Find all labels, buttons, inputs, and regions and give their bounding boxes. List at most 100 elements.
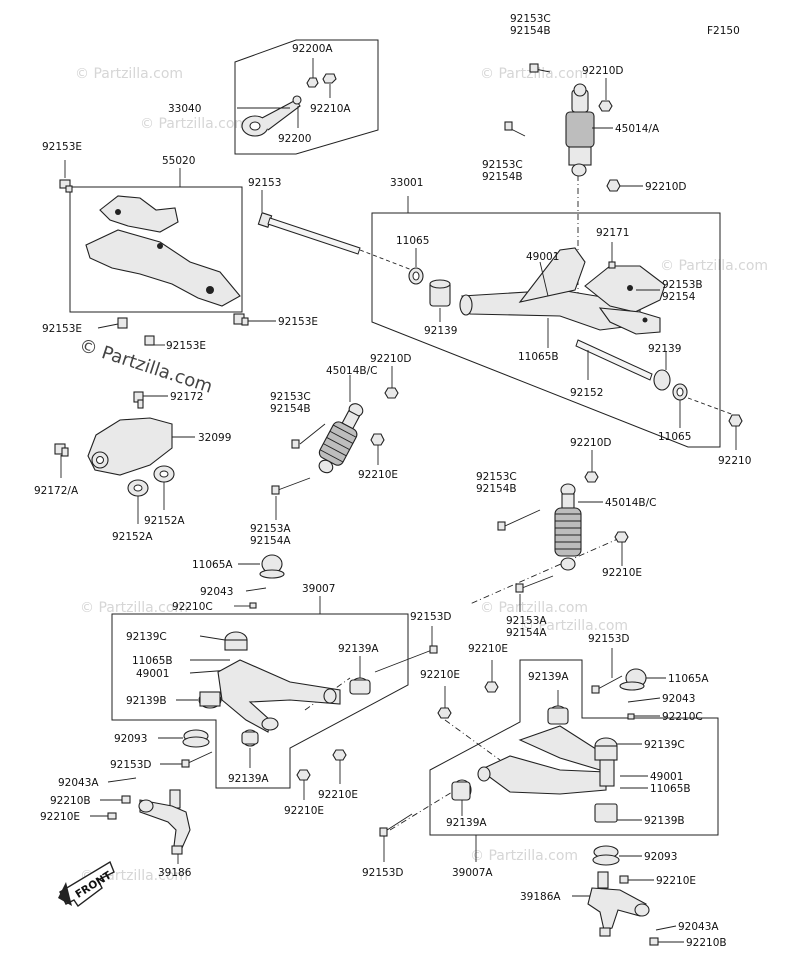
bolt-92153d-c (591, 648, 623, 694)
shock-45014bc-left (271, 366, 399, 520)
watermark: © Partzilla.com (660, 258, 768, 274)
boot-92093-right (592, 845, 642, 866)
watermark: © Partzilla.com (520, 618, 628, 634)
part-label-92152: 92152 (570, 387, 603, 399)
part-label-39007: 39007 (302, 583, 335, 595)
part-label-92172a: 92172/A (34, 485, 79, 497)
part-label-45014bc: 45014B/C (605, 497, 656, 509)
watermark: © Partzilla.com (470, 848, 578, 864)
part-label-39186: 39186 (158, 867, 192, 879)
bolt-92153e-d (233, 313, 276, 326)
part-label-92210d: 92210D (570, 437, 612, 449)
part-label-92153e: 92153E (42, 323, 82, 335)
part-label-92172: 92172 (170, 391, 203, 403)
knuckle-39186 (138, 789, 191, 864)
part-label-92153d: 92153D (110, 759, 152, 771)
nut-92210d-top (598, 78, 613, 112)
part-label-92043: 92043 (200, 586, 233, 598)
part-label-39007a: 39007A (452, 867, 493, 879)
part-label-92200a: 92200A (292, 43, 333, 55)
part-label-45014bc: 45014B/C (326, 365, 377, 377)
group-frames (69, 39, 721, 836)
part-label-92153e: 92153E (278, 316, 318, 328)
part-label-92210e: 92210E (602, 567, 642, 579)
nut-92210e-f (437, 686, 452, 719)
part-label-11065b: 11065B (132, 655, 173, 667)
part-label-92139: 92139 (648, 343, 681, 355)
swingarm-33001 (407, 196, 743, 450)
guard-55020 (85, 168, 241, 307)
part-label-92093: 92093 (644, 851, 677, 863)
part-label-92139a: 92139A (446, 817, 487, 829)
part-label-92210c: 92210C (172, 601, 213, 613)
part-label-92139c: 92139C (644, 739, 685, 751)
diagram-code: F2150 (707, 25, 740, 37)
part-label-92139b: 92139B (126, 695, 167, 707)
bolt-92153d-b (160, 751, 213, 768)
watermark: © Partzilla.com (480, 600, 588, 616)
part-label-92093: 92093 (114, 733, 147, 745)
watermark: © Partzilla.com (480, 66, 588, 82)
part-label-92210d: 92210D (370, 353, 412, 365)
part-label-92139a: 92139A (228, 773, 269, 785)
boot-11065a-left (238, 554, 285, 579)
bolt-92153e-c (144, 335, 165, 346)
part-label-92154a: 92154A (250, 535, 291, 547)
part-label-92210e: 92210E (420, 669, 460, 681)
watermark: © Partzilla.com (75, 66, 183, 82)
a-arm-39007 (176, 596, 371, 768)
shock-45014bc-right (497, 450, 629, 612)
pin-92043a-right (655, 925, 677, 931)
part-label-92210d: 92210D (645, 181, 687, 193)
bolt-92153e-a (59, 160, 73, 193)
part-label-92139b: 92139B (644, 815, 685, 827)
part-label-92043: 92043 (662, 693, 695, 705)
part-label-92200: 92200 (278, 133, 311, 145)
part-label-92152a: 92152A (144, 515, 185, 527)
part-label-92153a: 92153A (506, 615, 547, 627)
part-label-92139: 92139 (424, 325, 457, 337)
knuckle-39186a (572, 871, 650, 937)
part-label-92153c: 92153C (476, 471, 517, 483)
frame-39007A (429, 659, 719, 836)
part-label-32099: 32099 (198, 432, 231, 444)
part-label-92210e: 92210E (656, 875, 696, 887)
part-label-92154: 92154 (662, 291, 696, 303)
part-label-92210b: 92210B (50, 795, 91, 807)
part-label-92210: 92210 (718, 455, 751, 467)
bolt-92172a (54, 443, 69, 478)
bolt-92153e-b (97, 317, 128, 329)
adjuster-33040 (237, 58, 337, 137)
bushing-92152a (127, 465, 175, 524)
part-label-92154b: 92154B (510, 25, 551, 37)
part-labels: 92153C 92154B 92210D 45014/A 92153C 9215… (34, 13, 751, 949)
watermark: © Partzilla.com (80, 600, 188, 616)
part-label-33040: 33040 (168, 103, 201, 115)
part-label-92154a: 92154A (506, 627, 547, 639)
part-label-92139a: 92139A (528, 671, 569, 683)
part-label-92153e: 92153E (166, 340, 206, 352)
part-label-92153c: 92153C (510, 13, 551, 25)
part-label-92210d: 92210D (582, 65, 624, 77)
part-label-92139c: 92139C (126, 631, 167, 643)
bolt-92172 (133, 391, 168, 409)
part-label-11065b: 11065B (518, 351, 559, 363)
part-label-92210a: 92210A (310, 103, 351, 115)
nut-92210e-e (484, 660, 499, 693)
pin-92043-right (627, 697, 661, 703)
part-label-92210e: 92210E (40, 811, 80, 823)
frame-39007 (111, 613, 409, 789)
part-label-49001: 49001 (650, 771, 683, 783)
frame-55020 (69, 186, 243, 313)
part-label-92153d: 92153D (588, 633, 630, 645)
nut-92210e-b (296, 769, 311, 800)
frame-33040 (234, 39, 379, 155)
pin-92210c-left (234, 602, 257, 609)
nut-92210b-right (649, 937, 684, 946)
bolt-92153d-a (374, 626, 438, 673)
nut-92210d-mid (606, 179, 643, 192)
nut-92210e-d (90, 812, 117, 820)
watermark: © Partzilla.com (140, 116, 248, 132)
